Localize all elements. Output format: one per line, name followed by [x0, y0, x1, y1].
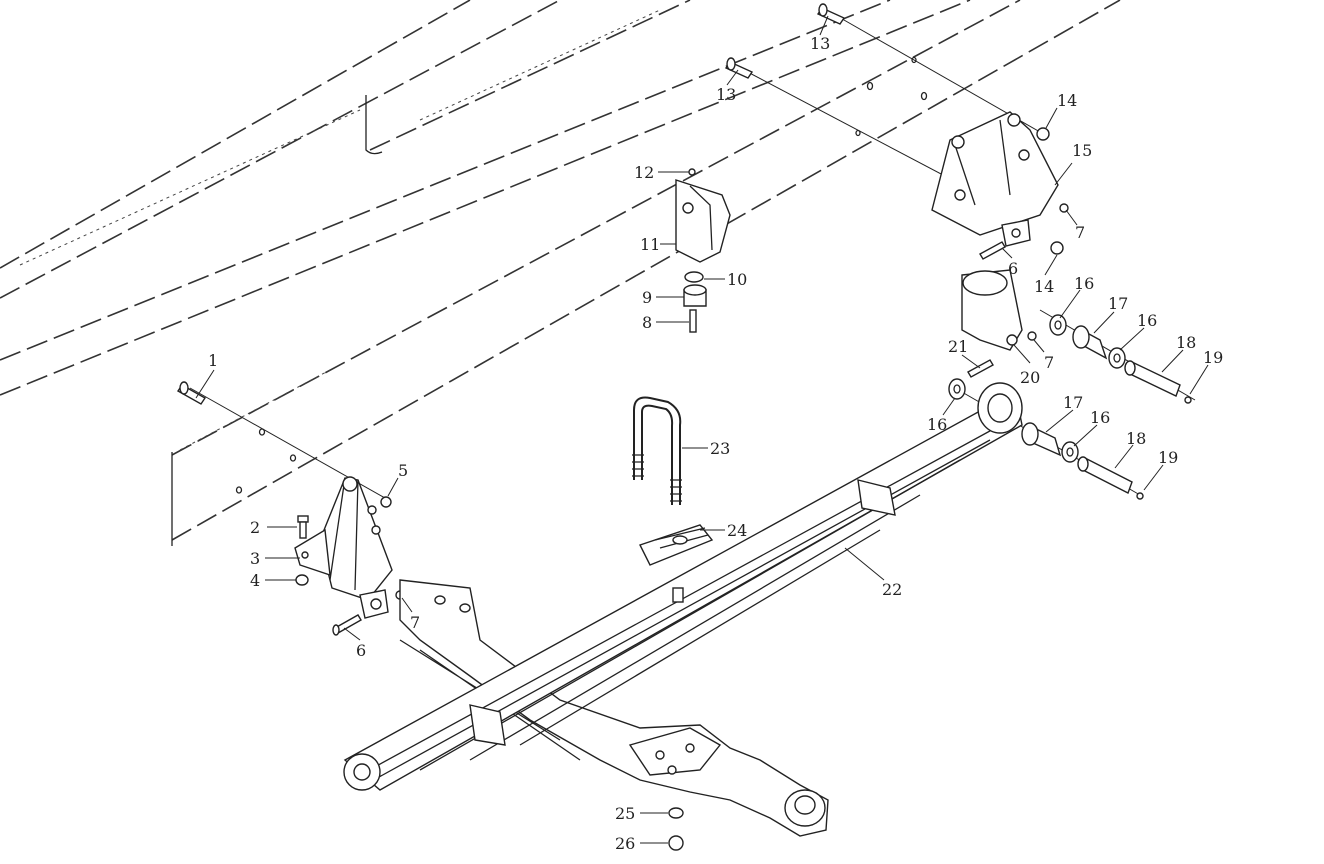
washer-16-b: [1108, 347, 1126, 369]
callout-24: 24: [727, 521, 747, 540]
spring-shackle: [961, 269, 1023, 351]
washer-16-c: [948, 378, 966, 400]
callout-16-a: 16: [1074, 274, 1094, 293]
callout-16-c: 16: [927, 415, 947, 434]
callout-6-right: 6: [1008, 259, 1018, 278]
washer-25: [668, 807, 684, 819]
leader-lines: [195, 15, 1209, 844]
nut-26: [668, 835, 684, 851]
nut-5: [380, 496, 392, 508]
callout-1: 1: [208, 351, 218, 370]
callout-17-b: 17: [1063, 393, 1083, 412]
callout-25: 25: [615, 804, 635, 823]
callout-9: 9: [642, 288, 652, 307]
nut-14-upper: [1036, 127, 1050, 141]
rubber-buffer-9: [683, 284, 707, 307]
washer-10: [684, 271, 704, 283]
bolt-13-left: [724, 57, 754, 79]
grease-nipple-19-b: [1136, 492, 1144, 500]
rear-spring-bracket: [931, 111, 1059, 247]
callout-2: 2: [250, 518, 260, 537]
callout-7-lower: 7: [1044, 353, 1054, 372]
bolt-21: [967, 359, 994, 378]
callout-19-b: 19: [1158, 448, 1178, 467]
callout-4: 4: [250, 571, 260, 590]
callout-labels: 1 2 3 4 5 6 6 7 7 7 8 9 10 11 12 13 13 1…: [208, 34, 1223, 853]
callout-19-a: 19: [1203, 348, 1223, 367]
spring-pad: [639, 524, 714, 566]
callout-7-upper: 7: [1075, 223, 1085, 242]
callout-7-left: 7: [410, 613, 420, 632]
bushing-17-a: [1072, 325, 1108, 360]
callout-11: 11: [640, 235, 660, 254]
nut-14-lower: [1050, 241, 1064, 255]
center-bolt-nut: [672, 587, 684, 603]
frame-holes: [235, 56, 928, 494]
callout-6-left: 6: [356, 641, 366, 660]
callout-26: 26: [615, 834, 635, 853]
frame-rail-lower: [0, 0, 1121, 546]
callout-8: 8: [642, 313, 652, 332]
callout-22: 22: [882, 580, 902, 599]
callout-20: 20: [1020, 368, 1040, 387]
callout-17-a: 17: [1108, 294, 1128, 313]
callout-18-b: 18: [1126, 429, 1146, 448]
bolt-2: [297, 515, 309, 539]
callout-3: 3: [250, 549, 260, 568]
pin-18-b: [1077, 456, 1133, 494]
front-spring-bracket: [294, 476, 393, 619]
callout-15: 15: [1072, 141, 1092, 160]
bolt-13-right: [816, 3, 846, 25]
callout-14-upper: 14: [1057, 91, 1077, 110]
bolt-6-right: [979, 241, 1006, 260]
callout-5: 5: [398, 461, 408, 480]
callout-23: 23: [710, 439, 730, 458]
callout-13-right: 13: [810, 34, 830, 53]
bump-stop-bracket: [675, 168, 731, 263]
callout-13-left: 13: [716, 85, 736, 104]
callout-14-lower: 14: [1034, 277, 1054, 296]
washer-16-a: [1049, 314, 1067, 336]
nut-4: [295, 574, 309, 586]
u-bolt: [632, 396, 682, 505]
washer-16-d: [1061, 441, 1079, 463]
nut-7-lower: [1027, 331, 1037, 341]
bolt-6-left: [332, 614, 362, 636]
bushing-17-b: [1021, 422, 1062, 457]
pin-18-a: [1124, 360, 1181, 397]
frame-rail-upper: [0, 0, 691, 299]
callout-21: 21: [948, 337, 968, 356]
axle-beam: [399, 579, 829, 837]
bolt-8: [689, 309, 697, 333]
callout-16-b: 16: [1137, 311, 1157, 330]
bolt-1: [176, 381, 207, 405]
callout-10: 10: [727, 270, 747, 289]
grease-nipple-19-a: [1184, 396, 1192, 404]
callout-18-a: 18: [1176, 333, 1196, 352]
callout-16-d: 16: [1090, 408, 1110, 427]
callout-12: 12: [634, 163, 654, 182]
